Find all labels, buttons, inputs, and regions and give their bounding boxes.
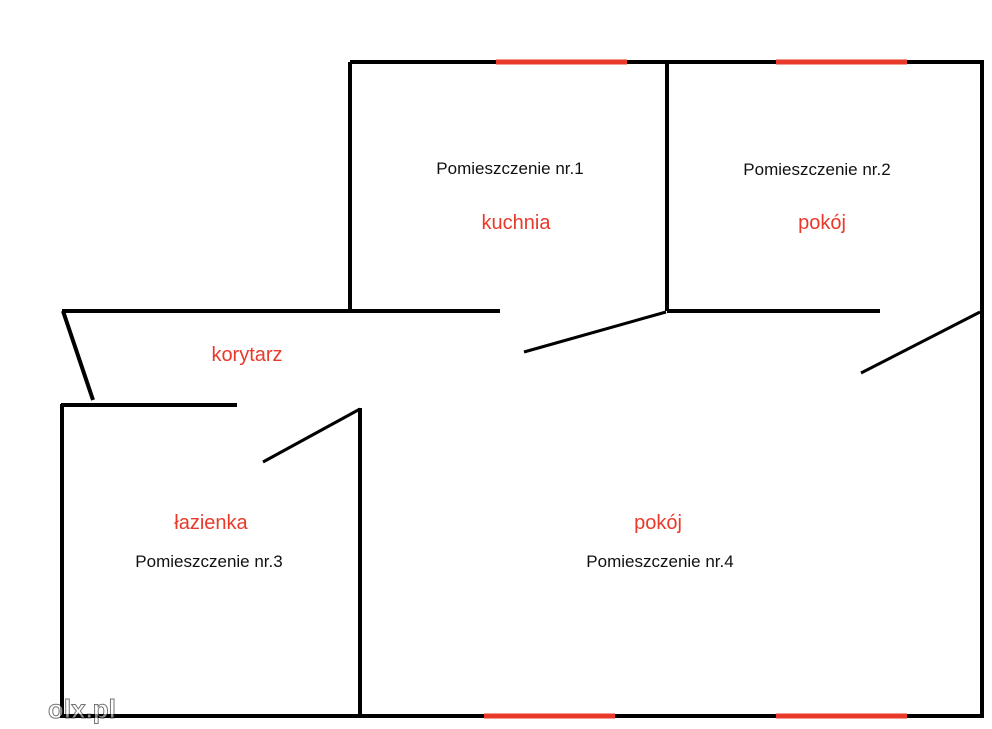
room-3-type-label: łazienka <box>174 512 248 534</box>
doors <box>262 310 981 464</box>
room-labels: Pomieszczenie nr.1 kuchnia Pomieszczenie… <box>135 159 890 571</box>
room-1-type-label: kuchnia <box>482 212 552 234</box>
door-bathroom <box>262 407 361 464</box>
wall-corridor-left-angled <box>61 310 95 401</box>
room-4-number-label: Pomieszczenie nr.4 <box>586 552 733 571</box>
corridor-label: korytarz <box>211 344 282 366</box>
room-2-type-label: pokój <box>798 212 846 234</box>
door-room-2 <box>860 310 981 375</box>
room-4-type-label: pokój <box>634 512 682 534</box>
room-3-number-label: Pomieszczenie nr.3 <box>135 552 282 571</box>
room-2-number-label: Pomieszczenie nr.2 <box>743 160 890 179</box>
room-1-number-label: Pomieszczenie nr.1 <box>436 159 583 178</box>
watermark-logo: olx.pl <box>48 694 116 724</box>
windows <box>484 59 907 719</box>
door-kitchen <box>523 310 667 354</box>
